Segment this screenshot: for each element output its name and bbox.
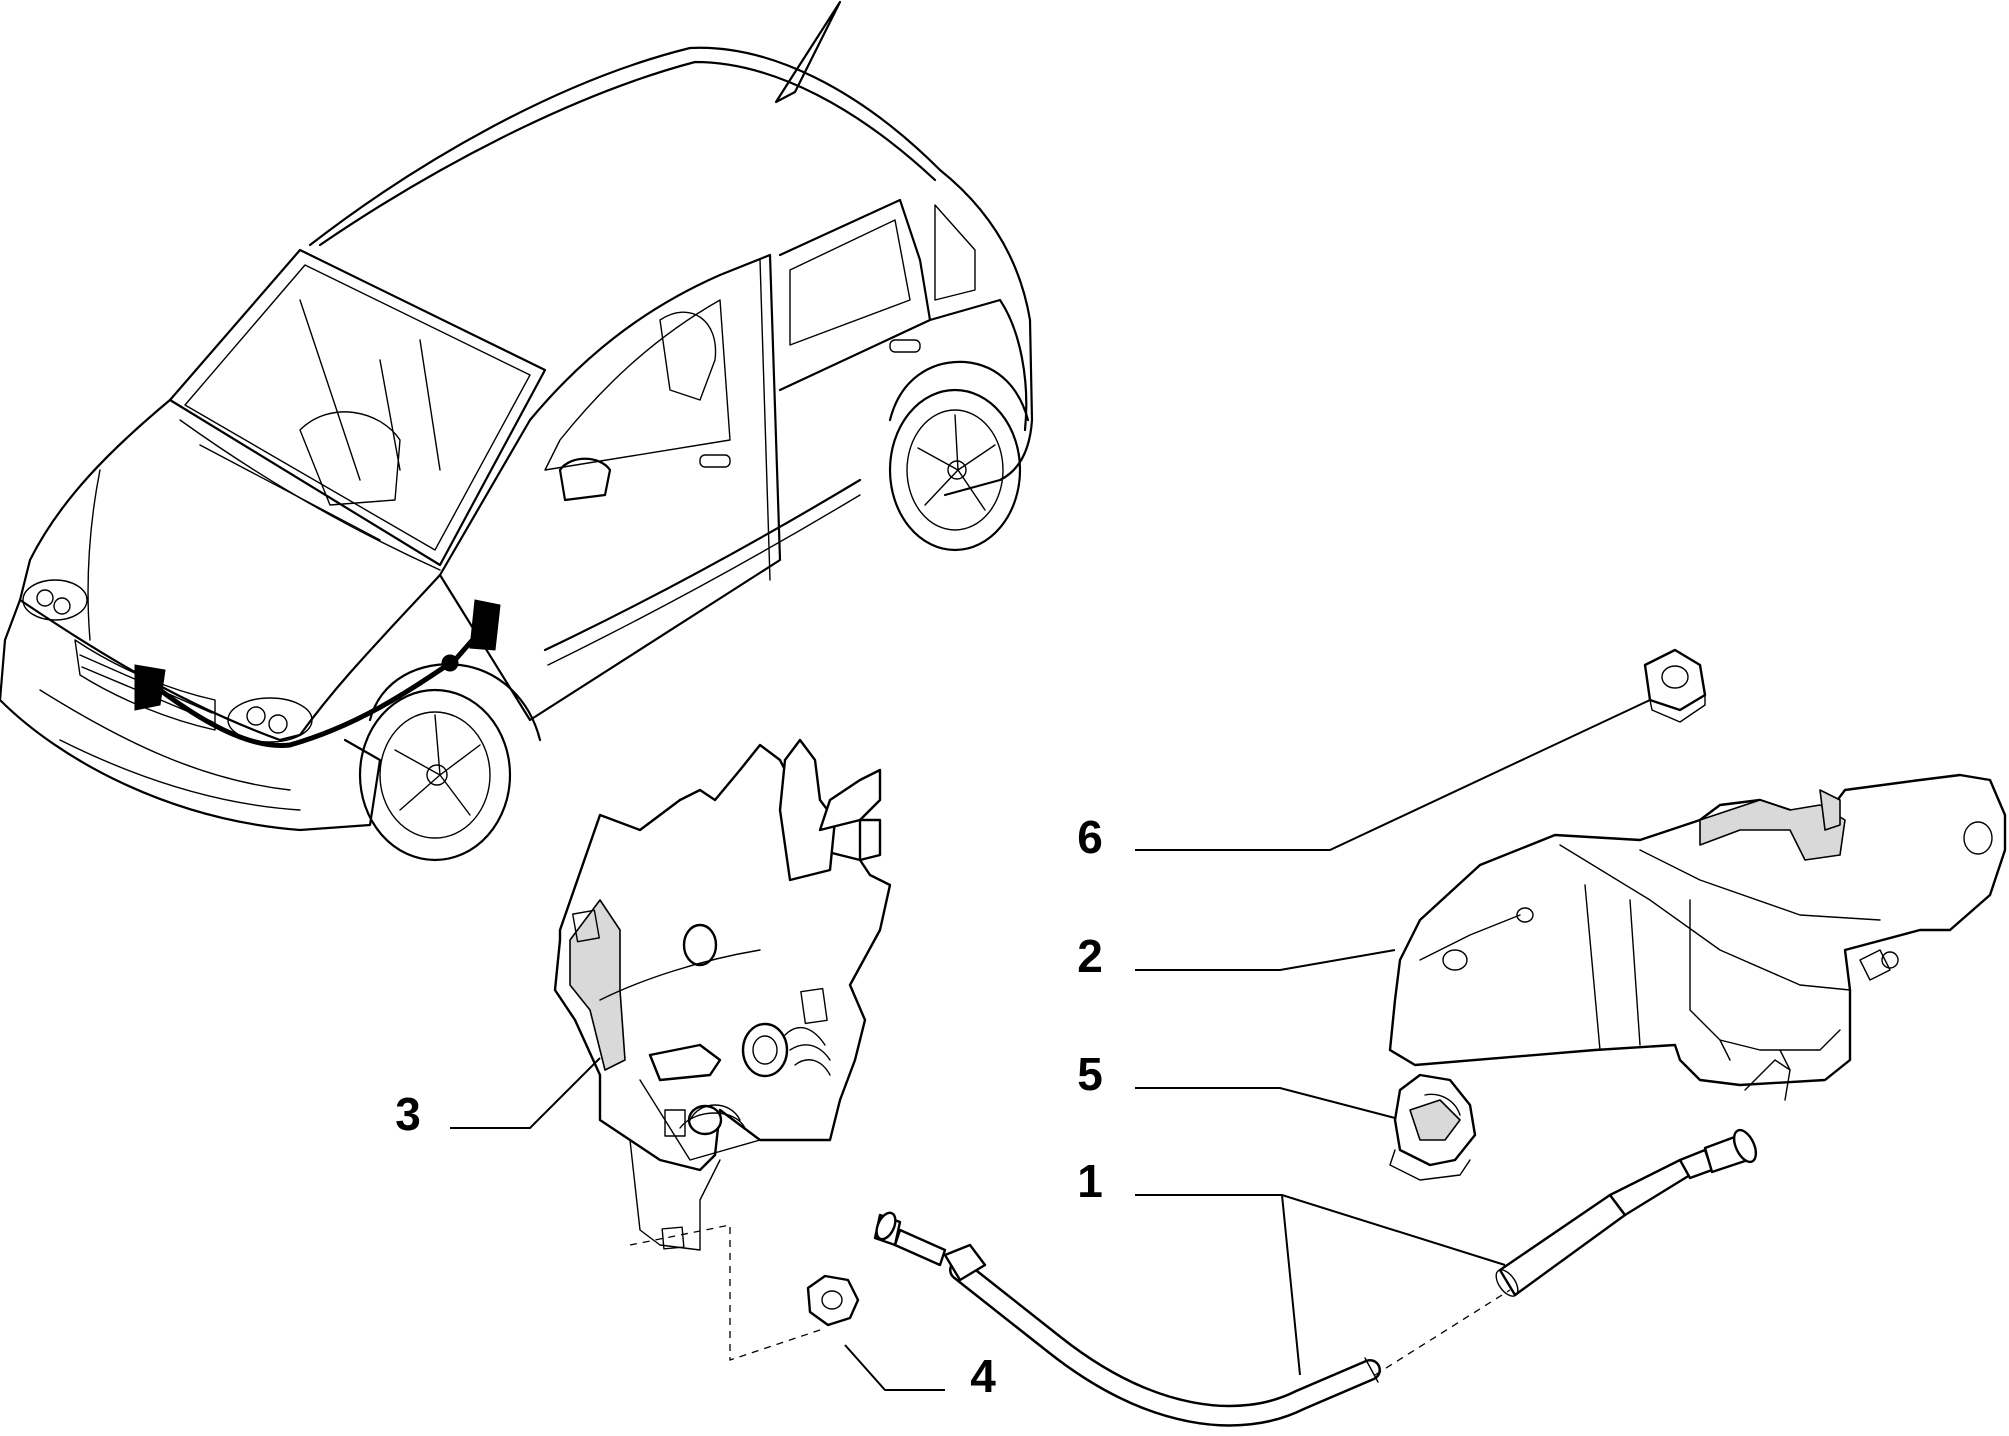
release-cable-part — [873, 1128, 1758, 1427]
callout-label-3: 3 — [395, 1088, 421, 1140]
callout-6: 6 — [1077, 699, 1651, 863]
callout-4: 4 — [844, 1344, 996, 1402]
callout-3: 3 — [395, 1057, 601, 1140]
callout-label-5: 5 — [1077, 1048, 1103, 1100]
striker-bracket-part — [1388, 773, 2007, 1101]
hood-latch-part — [553, 738, 892, 1251]
nut-part-4 — [806, 1274, 860, 1327]
assembly-guide-lines — [629, 1224, 1511, 1376]
clip-part-5 — [1389, 1073, 1477, 1181]
nut-part-6 — [1643, 648, 1707, 723]
callout-2: 2 — [1077, 930, 1396, 982]
callout-label-6: 6 — [1077, 811, 1103, 863]
callout-label-4: 4 — [970, 1350, 996, 1402]
callout-label-1: 1 — [1077, 1155, 1103, 1207]
callout-5: 5 — [1077, 1048, 1396, 1119]
callout-1: 1 — [1077, 1155, 1506, 1376]
vehicle-illustration — [0, 0, 1034, 862]
callout-label-2: 2 — [1077, 930, 1103, 982]
